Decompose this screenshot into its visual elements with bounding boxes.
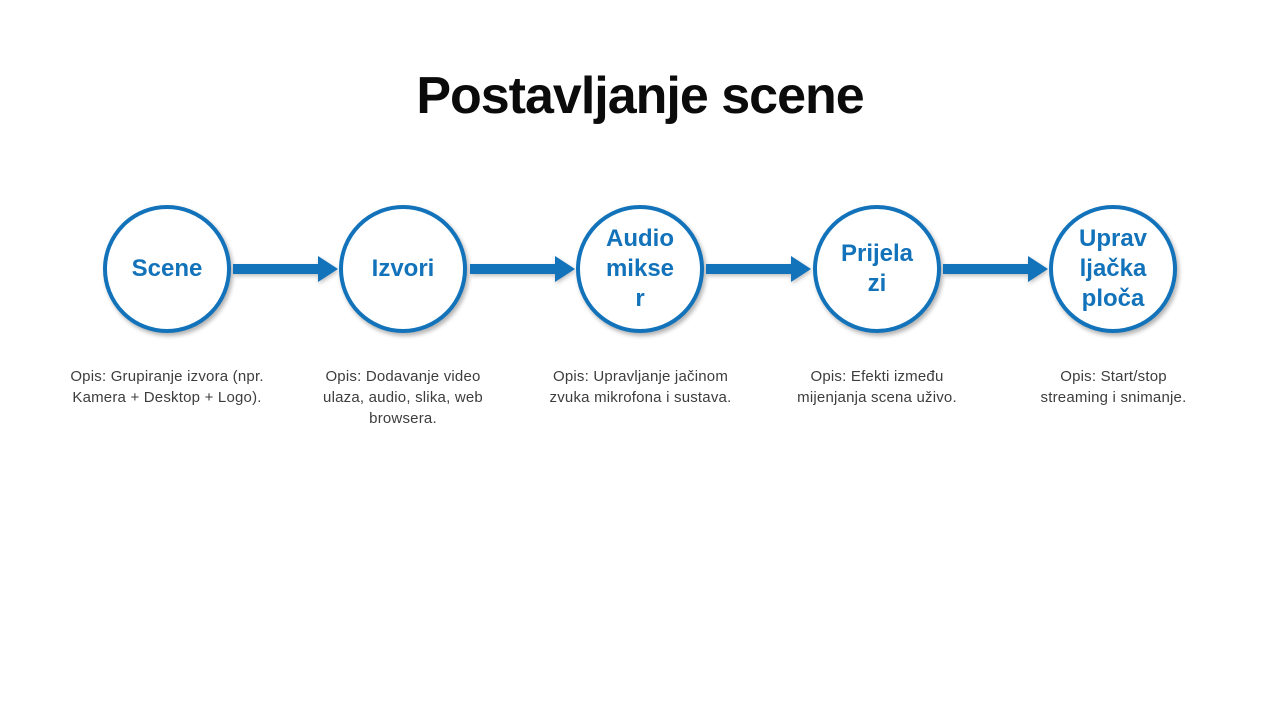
arrow-line [943, 264, 1032, 274]
flow-node-label-line: mikse [605, 255, 675, 282]
slide-title: Postavljanje scene [416, 67, 864, 125]
node-description-upravljacka-ploca: Opis: Start/stop streaming i snimanje. [1040, 368, 1187, 406]
arrow-line [706, 264, 795, 274]
arrow-line [470, 264, 559, 274]
flow-node-label-line: Audio [606, 225, 674, 252]
flow-node-label-line: zi [867, 270, 887, 297]
flow-node-label-line: Prijela [840, 240, 914, 267]
flow-node-label-line: r [635, 285, 645, 312]
arrow-head-icon [318, 256, 338, 282]
flow-arrow-3 [706, 256, 811, 282]
arrow-line [233, 264, 322, 274]
flow-node-scene: Scene [103, 205, 231, 333]
node-description-scene: Opis: Grupiranje izvora (npr. Kamera + D… [70, 368, 264, 406]
node-description-prijelazi: Opis: Efekti između mijenjanja scena uži… [797, 368, 957, 406]
flow-node-label: Izvori [371, 255, 435, 282]
flow-arrow-1 [233, 256, 338, 282]
node-description-audio-mikser: Opis: Upravljanje jačinom zvuka mikrofon… [549, 368, 732, 406]
arrow-head-icon [555, 256, 575, 282]
flow-arrow-4 [943, 256, 1048, 282]
arrow-head-icon [791, 256, 811, 282]
flow-node-label-line: ljačka [1079, 255, 1147, 282]
flow-node-prijelazi: Prijela zi [813, 205, 941, 333]
arrow-head-icon [1028, 256, 1048, 282]
flow-arrow-2 [470, 256, 575, 282]
flow-node-audio-mikser: Audio mikse r [576, 205, 704, 333]
flow-node-label: Scene [131, 255, 203, 282]
node-description-izvori: Opis: Dodavanje video ulaza, audio, slik… [323, 368, 483, 427]
flow-node-upravljacka-ploca: Uprav ljačka ploča [1049, 205, 1177, 333]
flow-node-izvori: Izvori [339, 205, 467, 333]
flow-node-label-line: Uprav [1078, 225, 1148, 252]
flow-node-label-line: ploča [1081, 285, 1145, 312]
